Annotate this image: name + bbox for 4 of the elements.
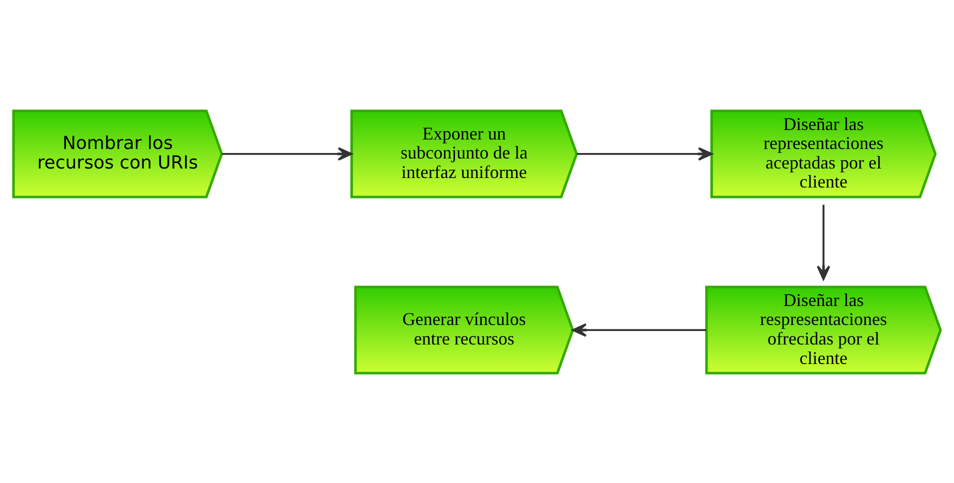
arrow — [576, 146, 713, 160]
arrow — [222, 146, 352, 160]
arrow — [572, 322, 706, 336]
arrow — [816, 204, 830, 280]
